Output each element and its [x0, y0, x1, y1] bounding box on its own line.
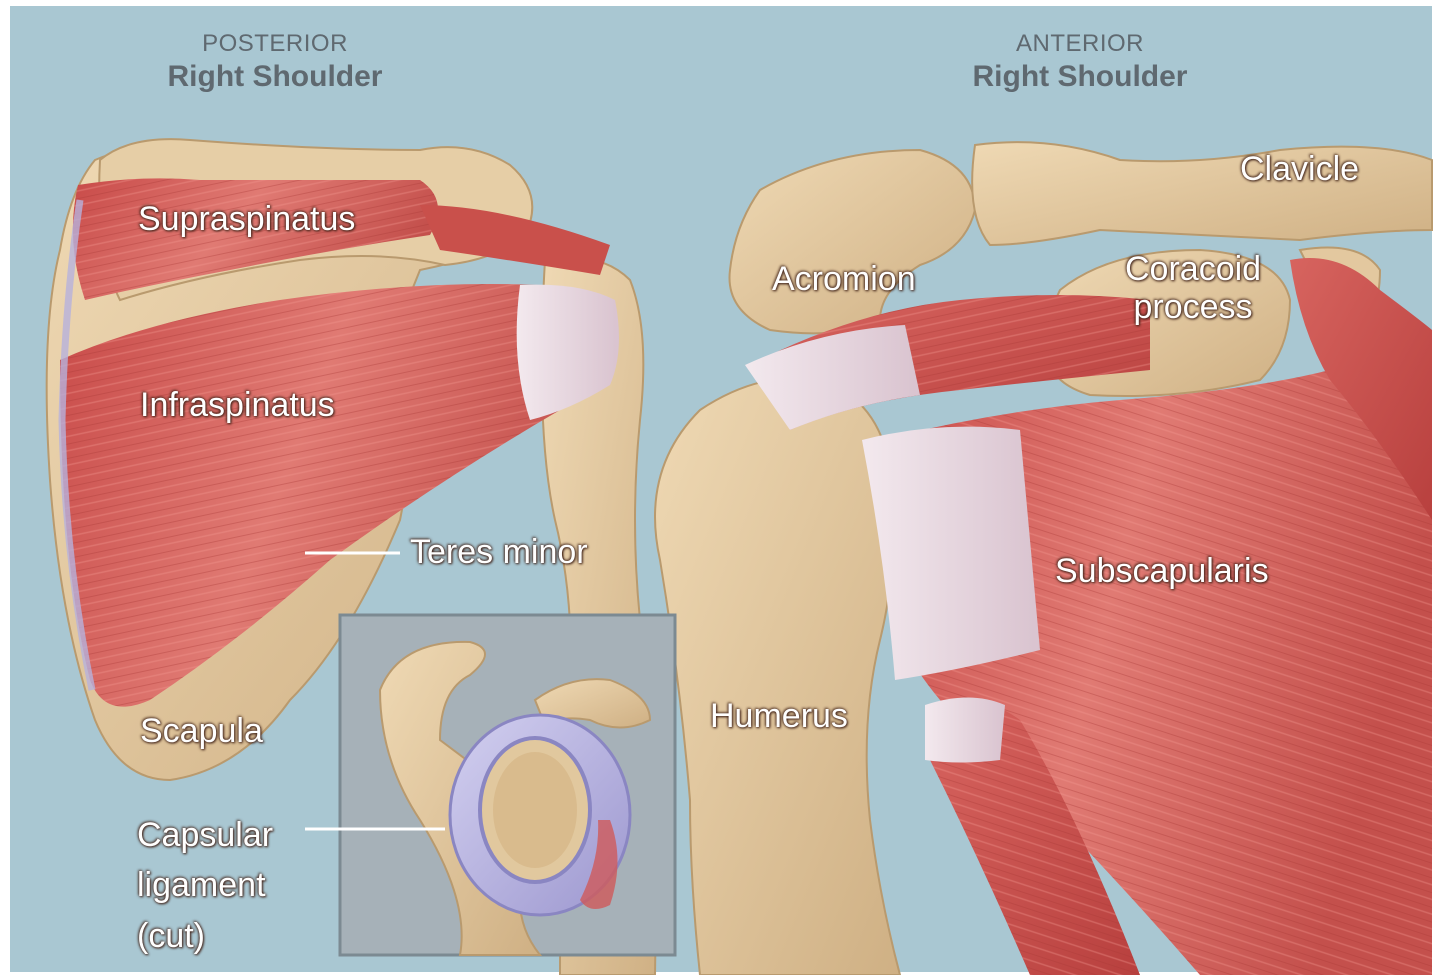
- label-capsular-line3: (cut): [137, 917, 205, 955]
- label-coracoid-line1: Coracoid: [1125, 250, 1261, 288]
- anterior-header: ANTERIOR Right Shoulder: [900, 30, 1260, 94]
- anterior-view-label: ANTERIOR: [900, 30, 1260, 58]
- posterior-view-label: POSTERIOR: [95, 30, 455, 58]
- label-humerus: Humerus: [710, 697, 848, 735]
- label-infraspinatus: Infraspinatus: [140, 386, 335, 424]
- label-capsular-line1: Capsular: [137, 816, 273, 854]
- label-supraspinatus: Supraspinatus: [138, 200, 355, 238]
- label-teres-minor: Teres minor: [410, 533, 588, 571]
- posterior-title: Right Shoulder: [95, 60, 455, 94]
- posterior-header: POSTERIOR Right Shoulder: [95, 30, 455, 94]
- label-capsular-ligament: Capsular ligament (cut): [137, 810, 273, 961]
- label-coracoid-process: Coracoid process: [1125, 250, 1261, 326]
- label-subscapularis: Subscapularis: [1055, 552, 1269, 590]
- label-scapula: Scapula: [140, 712, 263, 750]
- label-coracoid-line2: process: [1134, 288, 1253, 326]
- label-clavicle: Clavicle: [1240, 150, 1359, 188]
- anterior-title: Right Shoulder: [900, 60, 1260, 94]
- label-capsular-line2: ligament: [137, 866, 266, 904]
- label-acromion: Acromion: [772, 260, 916, 298]
